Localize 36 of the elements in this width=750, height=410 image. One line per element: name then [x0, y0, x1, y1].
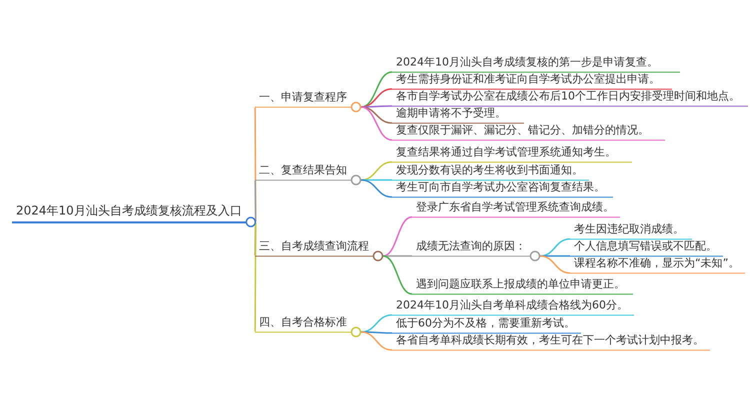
topic-text: 三、自考成绩查询流程 — [255, 240, 373, 257]
topic-text: 考生因违纪取消成绩。 — [570, 222, 692, 240]
branch-line — [360, 161, 392, 181]
branch-line — [360, 331, 392, 351]
root-topic: 2024年10月汕头自考成绩复核流程及入口 — [12, 203, 246, 223]
branch-line — [383, 255, 412, 257]
topic-text: 一、申请复查程序 — [255, 90, 351, 108]
branch-line — [360, 71, 392, 108]
topic-text: 课程名称不准确，显示为“未知”。 — [570, 256, 746, 274]
branch-line — [360, 106, 392, 141]
branch-line — [254, 222, 257, 332]
topic-text: 复查结果将通过自学考试管理系统通知考生。 — [392, 146, 632, 163]
topic-text: 各省自考单科成绩长期有效，考生可在下一个考试计划中报考。 — [392, 334, 710, 351]
branch-line — [360, 314, 392, 333]
branch-line — [540, 255, 570, 274]
topic-text: 遇到问题应联系上报成绩的单位申请更正。 — [412, 278, 633, 295]
topic-text: 考生可向市自学考试办公室咨询复查结果。 — [392, 180, 613, 198]
branch-line — [361, 105, 392, 108]
topic-text: 复查仅限于漏评、漏记分、错记分、加错分的情况。 — [392, 124, 665, 141]
topic-text: 登录广东省自学考试管理系统查询成绩。 — [412, 200, 620, 218]
topic-text: 考生需持身份证和准考证向自学考试办公室提出申请。 — [392, 72, 672, 90]
branch-line — [540, 238, 570, 257]
topic-text: 各市自学考试办公室在成绩公布后10个工作日内安排受理时间和地点。 — [392, 90, 748, 107]
topic-text: 2024年10月汕头自考成绩复核的第一步是申请复查。 — [392, 56, 680, 73]
branch-line — [382, 216, 412, 257]
topic-text: 发现分数有误的考生将收到书面通知。 — [392, 164, 589, 181]
topic-text: 低于60分为不及格，需要重新考试。 — [392, 316, 581, 334]
branch-line — [254, 180, 257, 222]
topic-text: 逾期申请将不予受理。 — [392, 106, 524, 124]
topic-text: 四、自考合格标准 — [255, 316, 351, 333]
branch-line — [360, 179, 392, 198]
topic-text: 个人信息填写错误或不匹配。 — [570, 240, 723, 257]
topic-text: 2024年10月汕头自考单科成绩合格线为60分。 — [392, 298, 634, 316]
branch-line — [382, 255, 412, 295]
topic-text: 成绩无法查询的原因： — [412, 240, 530, 257]
topic-text: 二、复查结果告知 — [255, 164, 351, 181]
